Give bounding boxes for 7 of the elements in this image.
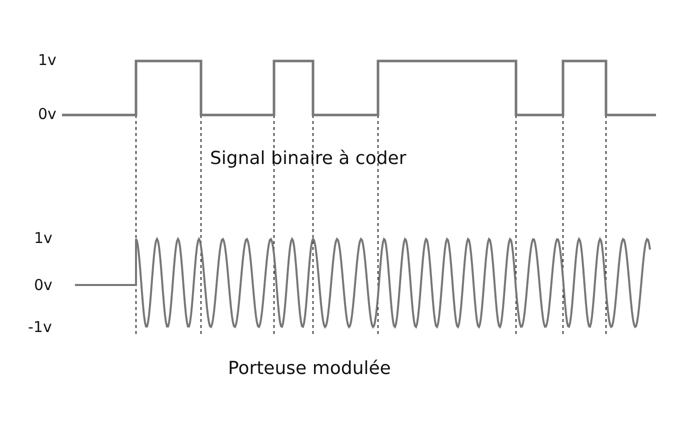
axis-label: 0v xyxy=(34,278,52,293)
caption-text: Porteuse modulée xyxy=(228,360,391,378)
axis-label: 0v xyxy=(38,107,56,122)
axis-label: 1v xyxy=(34,231,52,246)
caption-text: Signal binaire à coder xyxy=(210,150,406,168)
axis-label: -1v xyxy=(28,320,52,335)
axis-label: 1v xyxy=(38,53,56,68)
